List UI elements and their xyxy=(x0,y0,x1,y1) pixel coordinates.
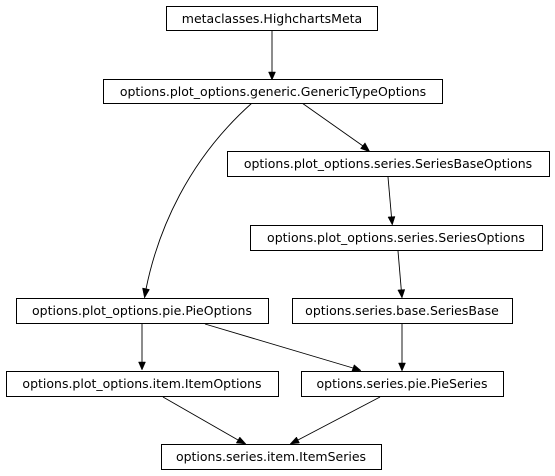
node-item-series[interactable]: options.series.item.ItemSeries xyxy=(161,444,382,470)
node-generic-type-options[interactable]: options.plot_options.generic.GenericType… xyxy=(103,79,443,104)
node-label: options.plot_options.item.ItemOptions xyxy=(22,376,261,391)
edge-series-base-to-pie-series xyxy=(398,324,406,372)
node-label: options.plot_options.pie.PieOptions xyxy=(32,303,252,318)
nodes: metaclasses.HighchartsMeta options.plot_… xyxy=(6,6,550,470)
edge-generic-type-options-to-series-base-options xyxy=(301,102,371,153)
node-box xyxy=(250,225,543,251)
edges xyxy=(138,30,406,445)
edge-item-options-to-item-series xyxy=(162,396,247,445)
node-label: options.plot_options.generic.GenericType… xyxy=(120,84,426,99)
node-series-base[interactable]: options.series.base.SeriesBase xyxy=(292,298,513,324)
edge-series-base-options-to-series-options xyxy=(387,176,396,226)
edge-pie-options-to-pie-series xyxy=(204,323,362,372)
node-box xyxy=(292,298,513,324)
edge-pie-options-to-item-options xyxy=(138,324,146,371)
node-box xyxy=(301,371,504,397)
node-series-base-options[interactable]: options.plot_options.series.SeriesBaseOp… xyxy=(227,151,550,177)
node-item-options[interactable]: options.plot_options.item.ItemOptions xyxy=(6,371,279,397)
node-box xyxy=(166,6,378,31)
node-box xyxy=(227,151,550,177)
node-label: metaclasses.HighchartsMeta xyxy=(182,11,362,26)
node-label: options.series.pie.PieSeries xyxy=(317,376,488,391)
edge-highcharts-meta-to-generic-type-options xyxy=(268,30,276,81)
node-label: options.series.item.ItemSeries xyxy=(176,449,366,464)
edge-pie-series-to-item-series xyxy=(289,396,381,445)
node-label: options.plot_options.series.SeriesOption… xyxy=(267,230,525,245)
node-highcharts-meta[interactable]: metaclasses.HighchartsMeta xyxy=(166,6,378,31)
node-label: options.plot_options.series.SeriesBaseOp… xyxy=(244,156,532,171)
edge-series-options-to-series-base xyxy=(397,250,406,299)
edge-generic-type-options-to-pie-options xyxy=(142,102,253,299)
node-series-options[interactable]: options.plot_options.series.SeriesOption… xyxy=(250,225,543,251)
node-box xyxy=(161,444,382,470)
node-box xyxy=(6,371,279,397)
node-box xyxy=(103,79,443,104)
node-pie-series[interactable]: options.series.pie.PieSeries xyxy=(301,371,504,397)
node-pie-options[interactable]: options.plot_options.pie.PieOptions xyxy=(16,298,269,324)
node-box xyxy=(16,298,269,324)
node-label: options.series.base.SeriesBase xyxy=(305,303,499,318)
